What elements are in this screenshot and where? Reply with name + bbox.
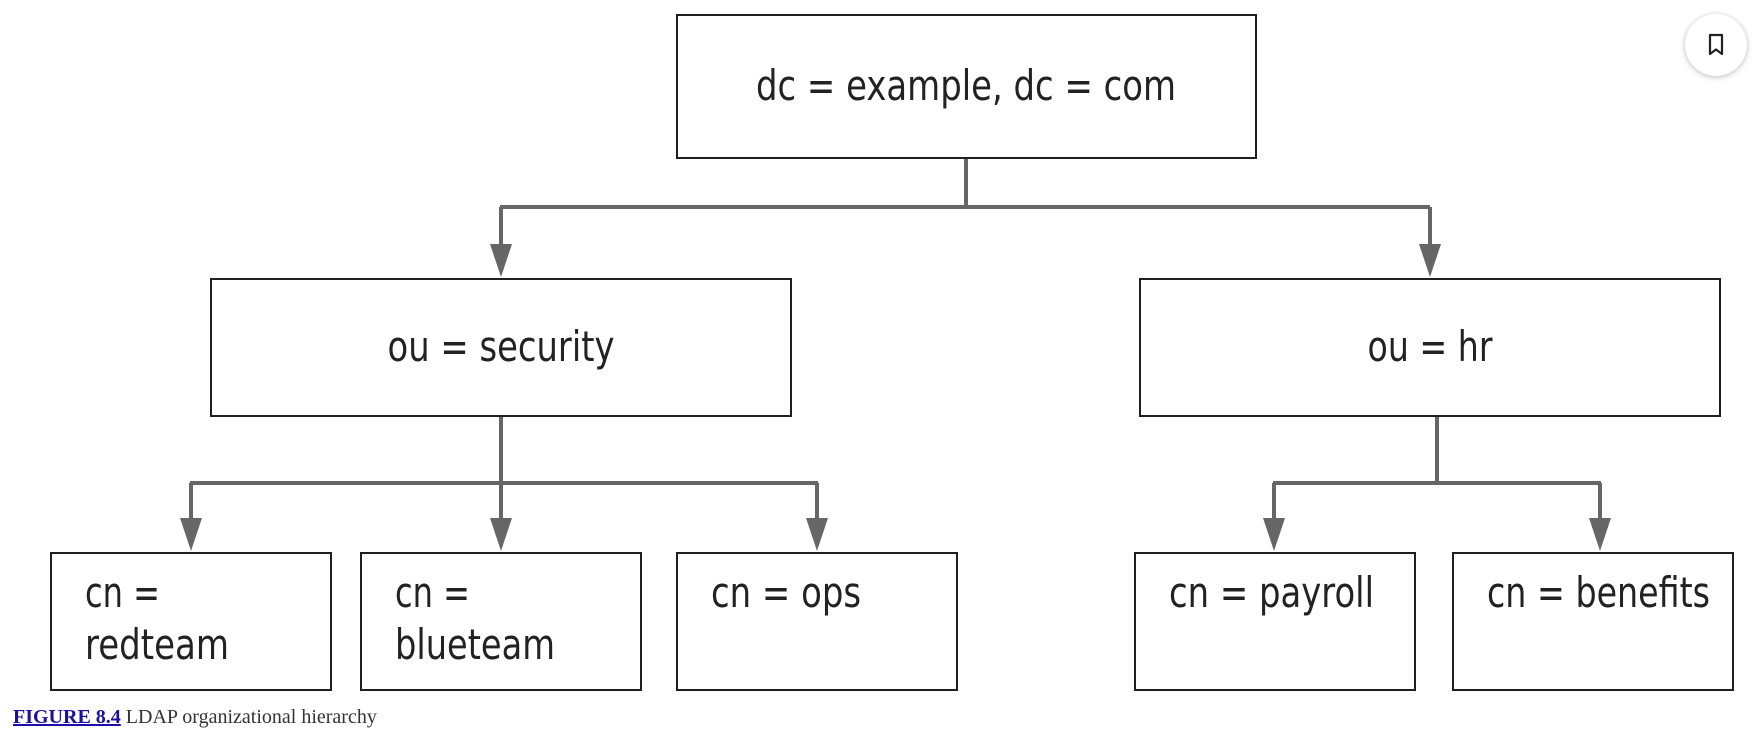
arrowheads xyxy=(180,244,1611,551)
bookmark-icon xyxy=(1708,33,1724,56)
security-node-label: ou = security xyxy=(388,322,615,371)
arrow-to-redteam xyxy=(180,518,202,551)
node-boxes xyxy=(50,14,1734,691)
connectors xyxy=(189,158,1602,524)
blueteam-node-box xyxy=(360,552,642,691)
ops-node-box xyxy=(676,552,958,691)
root-node-box xyxy=(676,14,1257,159)
blueteam-node-label-line2: blueteam xyxy=(395,620,555,669)
payroll-node-label: cn = payroll xyxy=(1169,568,1374,617)
redteam-node-label-line2: redteam xyxy=(85,620,229,669)
arrow-to-payroll xyxy=(1263,518,1285,551)
benefits-node-box xyxy=(1452,552,1734,691)
arrow-to-ops xyxy=(806,518,828,551)
root-node-label: dc = example, dc = com xyxy=(756,61,1176,110)
ops-node-label: cn = ops xyxy=(711,568,861,617)
node-labels: dc = example, dc = com ou = security ou … xyxy=(85,61,1710,669)
caption-text: LDAP organizational hierarchy xyxy=(125,706,377,728)
security-node-box xyxy=(210,278,792,417)
hr-node-label: ou = hr xyxy=(1368,322,1494,371)
blueteam-node-label-line1: cn = xyxy=(395,568,470,617)
bookmark-button[interactable] xyxy=(1685,14,1747,76)
arrow-to-security xyxy=(490,244,512,277)
redteam-node-box xyxy=(50,552,332,691)
figure-caption: FIGURE 8.4 LDAP organizational hierarchy xyxy=(13,706,377,729)
arrow-to-benefits xyxy=(1589,518,1611,551)
hr-node-box xyxy=(1139,278,1721,417)
figure-link[interactable]: FIGURE 8.4 xyxy=(13,706,121,728)
arrow-to-hr xyxy=(1419,244,1441,277)
payroll-node-box xyxy=(1134,552,1416,691)
redteam-node-label-line1: cn = xyxy=(85,568,160,617)
arrow-to-blueteam xyxy=(490,518,512,551)
benefits-node-label: cn = benefits xyxy=(1487,568,1710,617)
ldap-hierarchy-diagram: dc = example, dc = com ou = security ou … xyxy=(50,14,1734,691)
